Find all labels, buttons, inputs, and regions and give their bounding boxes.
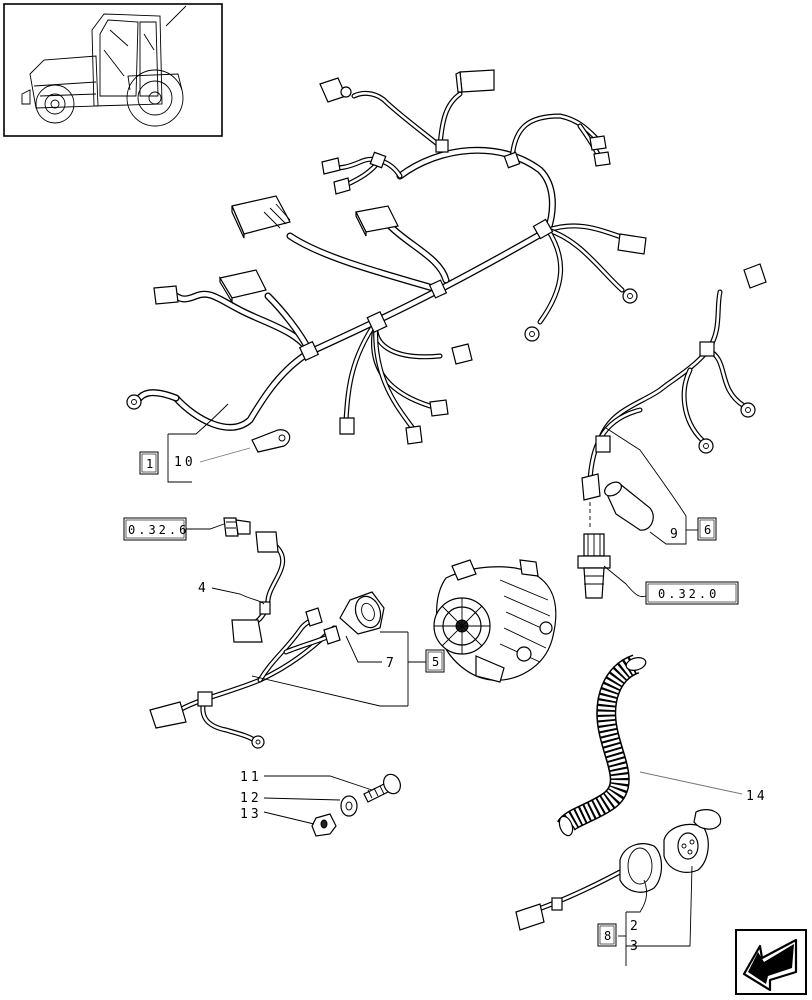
washer <box>340 795 358 817</box>
harness-connectors <box>126 69 647 445</box>
callout-13: 13 <box>240 807 262 822</box>
corrugated-tube <box>557 654 647 837</box>
svg-text:0.32.0: 0.32.0 <box>658 587 719 601</box>
bolt <box>363 773 401 803</box>
leader-lines <box>167 403 743 966</box>
harness-sleeves <box>298 139 554 362</box>
callout-12: 12 <box>240 791 262 806</box>
callout-5: 5 <box>425 649 445 673</box>
callout-1: 1 <box>139 451 159 475</box>
callout-8: 8 <box>597 923 617 947</box>
svg-text:6: 6 <box>704 523 714 537</box>
svg-text:1: 1 <box>146 457 156 471</box>
cable-clip <box>251 429 291 453</box>
callout-14: 14 <box>746 789 768 804</box>
callout-0.32.6: 0.32.6 <box>123 517 189 541</box>
svg-text:8: 8 <box>604 929 614 943</box>
svg-text:5: 5 <box>432 655 442 669</box>
harness-branch-wires <box>329 90 633 433</box>
callout-6: 6 <box>697 517 717 541</box>
temperature-sensor <box>577 533 611 599</box>
alternator-harness <box>149 591 385 749</box>
callout-4: 4 <box>198 581 209 596</box>
callout-9: 9 <box>670 527 681 542</box>
nut <box>311 813 337 837</box>
alternator <box>433 559 557 683</box>
tractor-thumbnail-icon <box>3 3 223 137</box>
callout-11: 11 <box>240 770 262 785</box>
sensor-lead <box>231 531 285 643</box>
callout-0.32.0: 0.32.0 <box>645 581 739 605</box>
trailer-socket <box>515 809 722 931</box>
svg-text:0.32.6: 0.32.6 <box>128 523 189 537</box>
callout-10: 10 <box>174 455 196 470</box>
callout-2: 2 <box>630 919 641 934</box>
next-page-arrow-icon[interactable] <box>735 929 807 995</box>
speed-sensor <box>223 517 251 537</box>
main-wiring-harness <box>134 146 556 431</box>
callout-7: 7 <box>386 656 397 671</box>
battery-harness <box>581 263 767 531</box>
callout-3: 3 <box>630 939 641 954</box>
